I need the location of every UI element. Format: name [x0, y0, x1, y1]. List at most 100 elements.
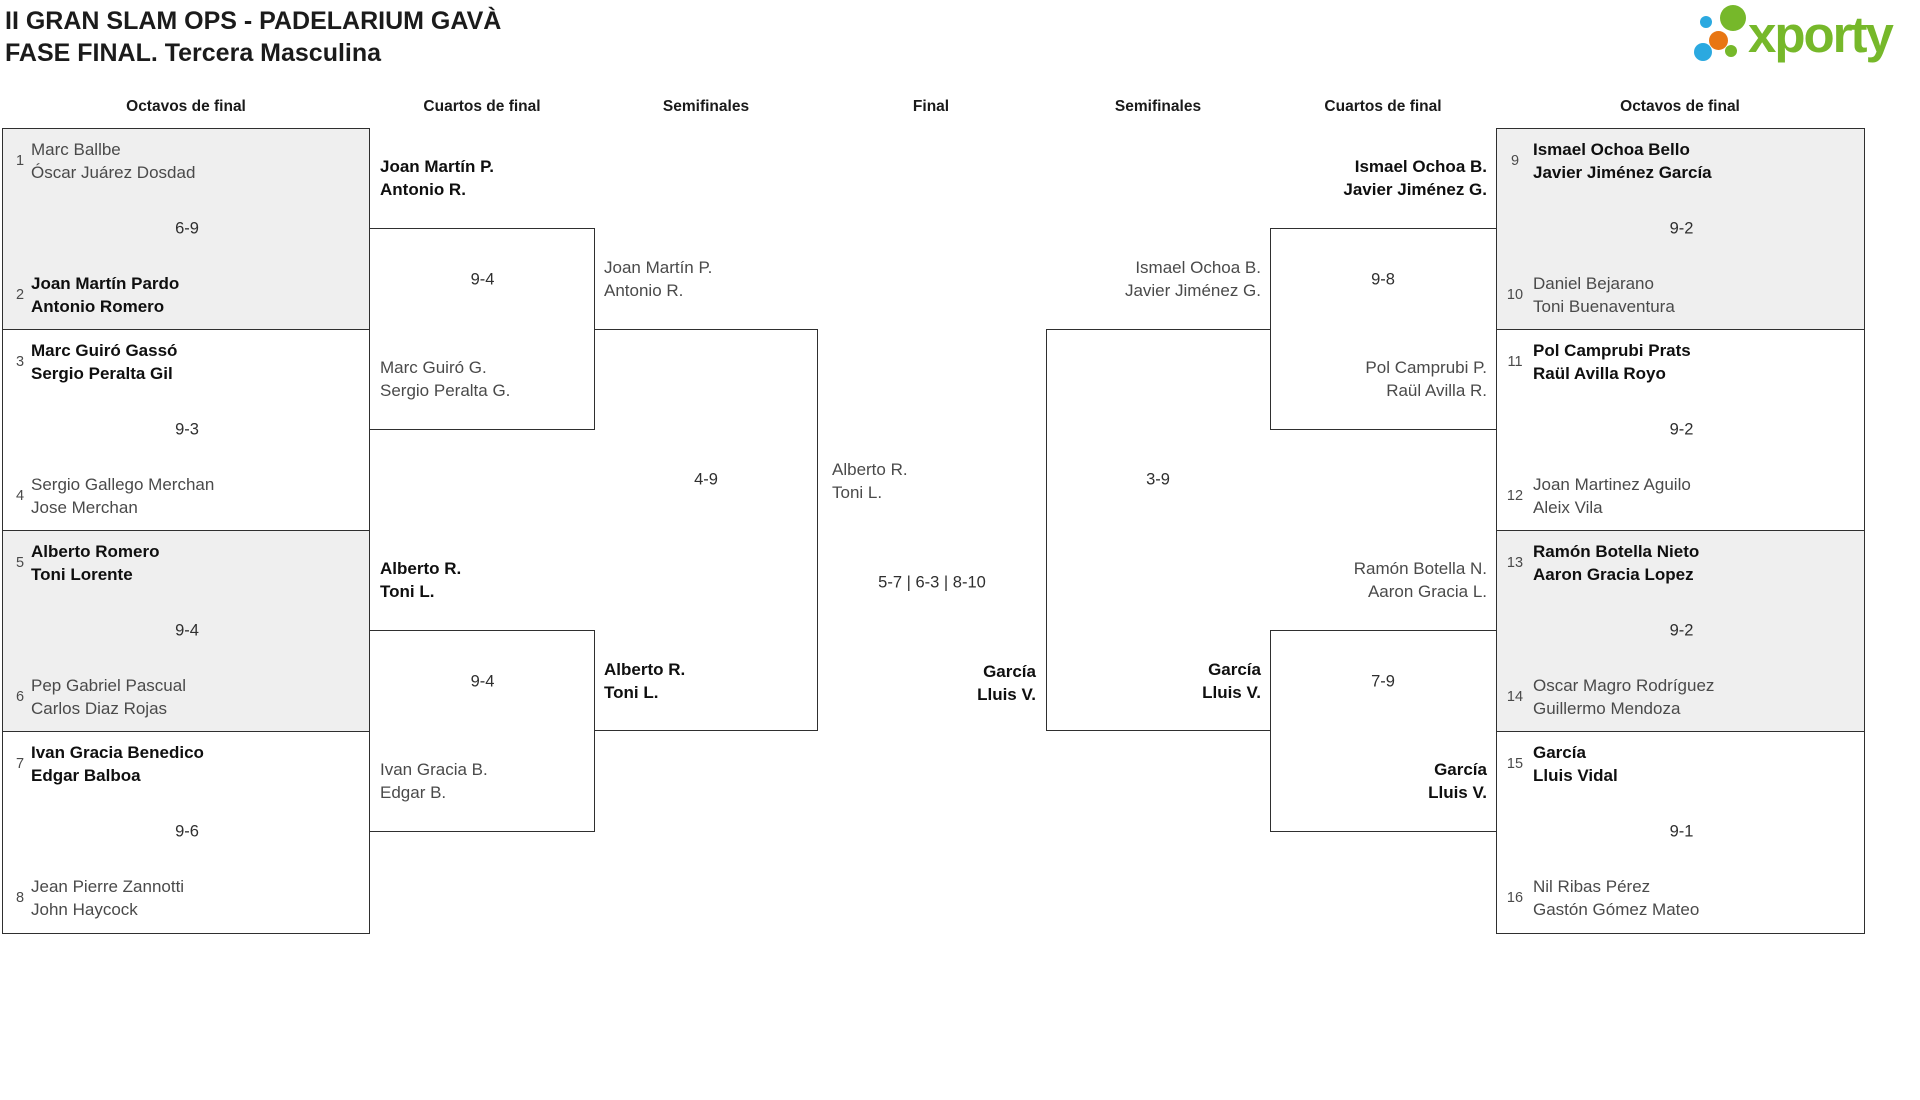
team-member-name: Pol Camprubi P.	[1365, 358, 1487, 377]
seed-number: 12	[1506, 488, 1524, 504]
advancing-team-label: Pol Camprubi P. Raül Avilla R.	[1365, 356, 1487, 402]
team-member-name: Ismael Ochoa B.	[1135, 258, 1261, 277]
team-member-name: Javier Jiménez G.	[1343, 180, 1487, 199]
team-member-name: Ivan Gracia B.	[380, 760, 488, 779]
team-member-name: Ismael Ochoa B.	[1354, 157, 1487, 176]
team-member-name: Alberto Romero	[31, 542, 160, 561]
team-member-name: Marc Guiró Gassó	[31, 341, 178, 360]
match-score: 9-2	[1669, 219, 1694, 238]
round-header: Cuartos de final	[423, 98, 541, 115]
team-member-name: García	[1208, 660, 1261, 679]
advancing-team-label: Ramón Botella N. Aaron Gracia L.	[1354, 557, 1487, 603]
seed-number: 15	[1506, 756, 1524, 772]
team-member-name: Ramón Botella Nieto	[1533, 542, 1700, 561]
match-score: 4-9	[694, 470, 718, 489]
match-score: 9-1	[1669, 822, 1694, 841]
seed-number: 8	[15, 890, 25, 906]
team-member-name: Javier Jiménez García	[1533, 163, 1712, 182]
team-member-name: Toni Lorente	[31, 565, 133, 584]
match-score: 3-9	[1146, 470, 1170, 489]
round-header: Octavos de final	[126, 98, 246, 115]
team-member-name: Javier Jiménez G.	[1124, 281, 1261, 300]
team-member-name: Aaron Gracia L.	[1367, 582, 1487, 601]
team-member-name: Lluis V.	[1428, 783, 1487, 802]
match-score: 9-2	[1669, 420, 1694, 439]
seed-number: 1	[15, 153, 25, 169]
team-member-name: Joan Martín P.	[604, 258, 713, 277]
match-score: 9-4	[175, 621, 199, 640]
match-score: 7-9	[1371, 672, 1395, 691]
team-member-name: Toni L.	[832, 483, 883, 502]
team-member-name: Pep Gabriel Pascual	[31, 676, 186, 695]
team-member-name: García	[1533, 743, 1586, 762]
team-member-name: García	[983, 662, 1036, 681]
advancing-team-label: Ismael Ochoa B. Javier Jiménez G.	[1343, 155, 1487, 201]
advancing-team-label: Marc Guiró G.Sergio Peralta G.	[380, 356, 510, 402]
advancing-team-label: Ismael Ochoa B. Javier Jiménez G.	[1125, 256, 1261, 302]
match-box-cuartos-left-1	[370, 630, 595, 832]
team-member-name: Edgar B.	[380, 783, 447, 802]
team-member-name: Ramón Botella N.	[1353, 559, 1487, 578]
match-score: 6-9	[175, 219, 199, 238]
team-member-name: Joan Martín Pardo	[31, 274, 180, 293]
team-member-name: Raül Avilla R.	[1386, 381, 1487, 400]
team-member-name: Óscar Juárez Dosdad	[31, 163, 196, 182]
match-score: 9-6	[175, 822, 199, 841]
seed-number: 7	[15, 756, 25, 772]
round-header: Final	[912, 98, 950, 115]
round-header: Octavos de final	[1620, 98, 1740, 115]
team-member-name: Sergio Peralta Gil	[31, 364, 173, 383]
match-score: 5-7 | 6-3 | 8-10	[878, 573, 986, 592]
team-member-name: Ismael Ochoa Bello	[1533, 140, 1690, 159]
logo-dot-icon	[1725, 45, 1737, 57]
match-score: 9-2	[1669, 621, 1694, 640]
xporty-logo[interactable]: xporty	[1694, 0, 1920, 72]
advancing-team-label: Joan Martín P.Antonio R.	[604, 256, 712, 302]
logo-dot-icon	[1709, 31, 1728, 50]
team-member-name: Joan Martín P.	[380, 157, 494, 176]
team-member-name: Marc Guiró G.	[380, 358, 487, 377]
advancing-team-label: Alberto R.Toni L.	[604, 658, 685, 704]
team-member-name: Antonio Romero	[31, 297, 165, 316]
team-member-name: García	[1434, 760, 1487, 779]
seed-number: 5	[15, 555, 25, 571]
team-member-name: Pol Camprubi Prats	[1533, 341, 1691, 360]
match-score: 9-4	[470, 270, 495, 289]
team-member-name: Gastón Gómez Mateo	[1533, 900, 1700, 919]
match-score: 9-8	[1371, 270, 1395, 289]
advancing-team-label: Alberto R.Toni L.	[380, 557, 461, 603]
match-box-semifinal-right	[1046, 329, 1270, 731]
team-member-name: Toni L.	[380, 582, 435, 601]
tournament-title: II GRAN SLAM OPS - PADELARIUM GAVÀ	[5, 7, 502, 35]
match-score: 9-4	[470, 672, 495, 691]
team-member-name: Carlos Diaz Rojas	[31, 699, 168, 718]
seed-number: 16	[1506, 890, 1524, 906]
team-member-name: Lluis V.	[977, 685, 1036, 704]
seed-number: 6	[15, 689, 25, 705]
logo-dot-icon	[1694, 43, 1712, 61]
logo-wordmark: xporty	[1748, 6, 1894, 63]
team-member-name: Toni Buenaventura	[1533, 297, 1675, 316]
seed-number: 4	[15, 488, 25, 504]
team-member-name: John Haycock	[31, 900, 138, 919]
advancing-team-label: Ivan Gracia B. Edgar B.	[380, 758, 488, 804]
match-box-cuartos-right-0	[1270, 228, 1496, 430]
team-member-name: Lluis V.	[1202, 683, 1261, 702]
